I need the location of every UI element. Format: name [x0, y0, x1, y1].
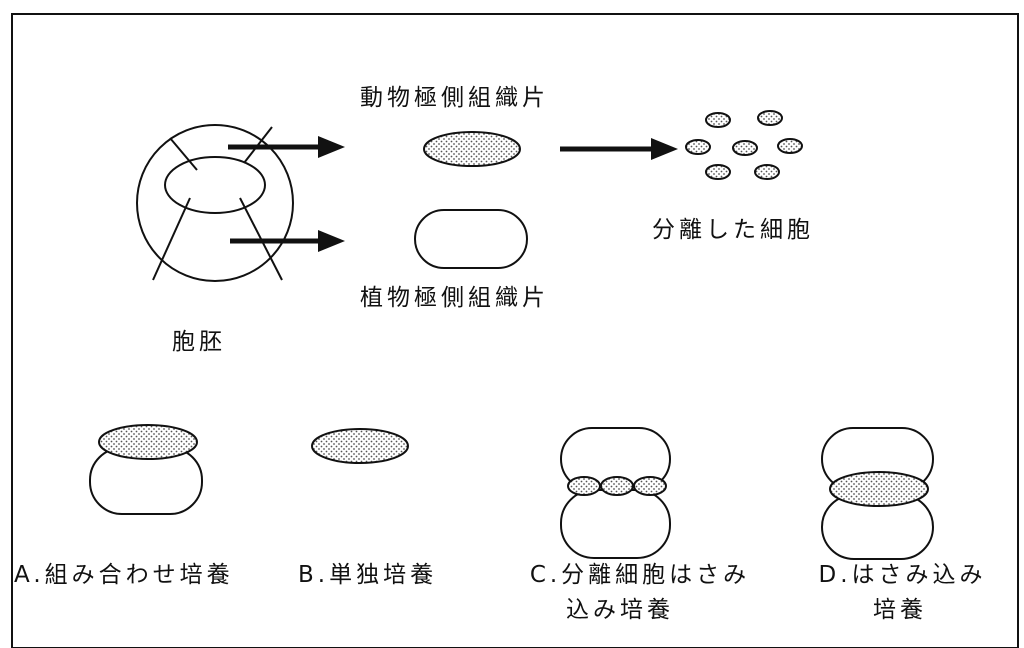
culture-a-diagram [90, 425, 202, 514]
cell [758, 111, 782, 125]
label-culture-b: B.単独培養 [298, 560, 437, 590]
culture-c-lower-vegetal-piece [561, 490, 670, 558]
arrow-to-vegetal-piece-head [318, 230, 345, 252]
culture-a-animal-piece [99, 425, 197, 459]
cut-line-upper-left [170, 138, 197, 170]
culture-c-diagram [561, 428, 670, 558]
cell [733, 141, 757, 155]
label-culture-c-line2: 込み培養 [495, 595, 745, 625]
label-animal-pole-piece: 動物極側組織片 [360, 83, 549, 113]
culture-c-cell [601, 477, 633, 495]
label-blastula: 胞胚 [172, 327, 226, 357]
label-vegetal-pole-piece: 植物極側組織片 [360, 283, 549, 313]
arrow-to-animal-piece-head [318, 136, 345, 158]
label-culture-d-line2: 培養 [820, 595, 980, 625]
culture-c-cell [568, 477, 600, 495]
culture-b-animal-piece [312, 429, 408, 463]
label-culture-a: A.組み合わせ培養 [14, 560, 234, 590]
cell [778, 139, 802, 153]
blastocoel [165, 157, 265, 213]
label-culture-c-line1: C.分離細胞はさみ [495, 560, 785, 590]
culture-d-diagram [822, 428, 933, 559]
cell [706, 165, 730, 179]
culture-d-animal-piece [830, 472, 928, 506]
label-dissociated-cells: 分離した細胞 [652, 215, 814, 245]
animal-pole-piece [424, 132, 520, 166]
culture-c-cell [634, 477, 666, 495]
cell [706, 113, 730, 127]
label-culture-d-line1: D.はさみ込み [795, 560, 1010, 590]
cell [686, 140, 710, 154]
vegetal-pole-piece [415, 210, 527, 268]
dissociated-cells [686, 111, 802, 179]
arrow-to-dissociated-head [651, 138, 678, 160]
cell [755, 165, 779, 179]
